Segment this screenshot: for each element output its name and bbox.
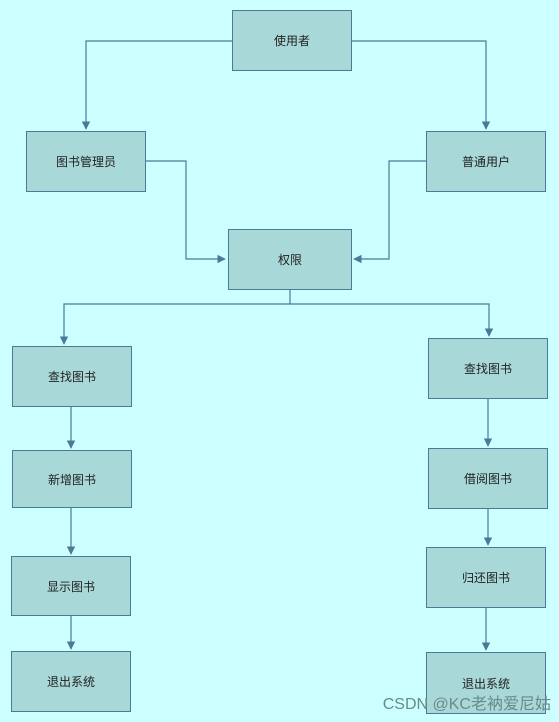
edge-user-to-librarian: [81, 40, 232, 130]
node-permission: 权限: [228, 229, 352, 290]
node-user: 使用者: [232, 10, 352, 71]
node-regular-user: 普通用户: [426, 131, 546, 192]
edge-permission-split: [59, 290, 291, 345]
node-return-book: 归还图书: [426, 547, 546, 608]
node-right-exit: 退出系统: [426, 652, 546, 714]
node-left-search: 查找图书: [12, 346, 132, 407]
node-show-book: 显示图书: [11, 556, 131, 616]
node-librarian: 图书管理员: [26, 131, 146, 192]
node-borrow-book: 借阅图书: [428, 448, 548, 509]
edge-librarian-to-permission: [145, 160, 226, 264]
edge-user-to-regular-user: [351, 40, 491, 130]
node-left-exit: 退出系统: [11, 651, 131, 712]
watermark-text: CSDN @KC老衲爱尼姑: [382, 696, 551, 713]
edge-regular-user-to-permission: [353, 160, 426, 264]
node-right-search: 查找图书: [428, 338, 548, 399]
edge-permission-to-right-search: [290, 303, 494, 337]
node-add-book: 新增图书: [12, 450, 132, 508]
